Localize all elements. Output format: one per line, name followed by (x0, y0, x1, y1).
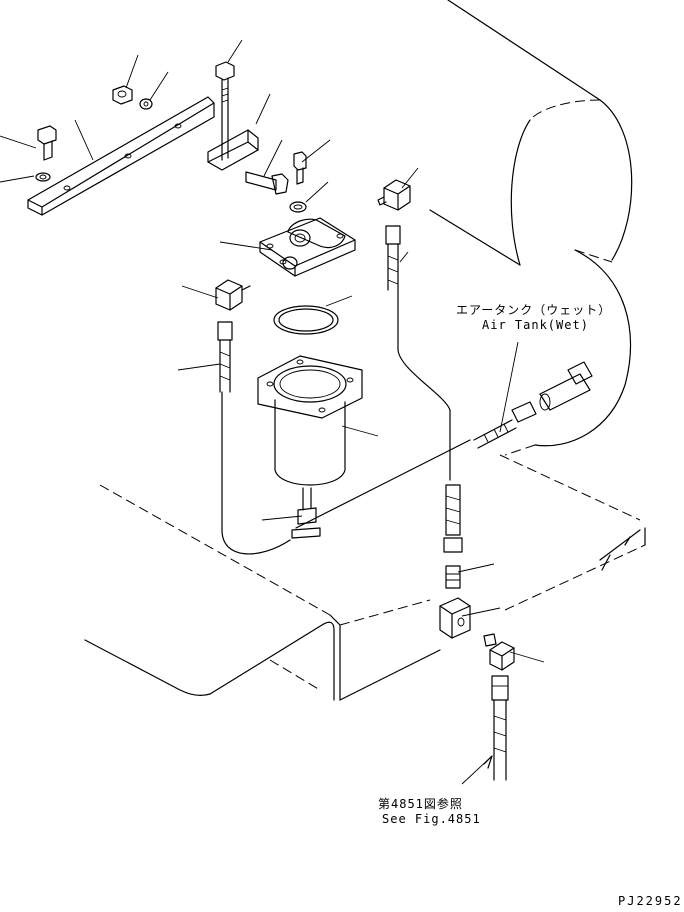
bleeder-valve (289, 151, 307, 213)
hose-lower (443, 484, 463, 589)
see-fig-label-jp: 第4851図参照 (378, 797, 463, 811)
bolt-left (35, 125, 57, 182)
hose-bottom (491, 675, 509, 781)
separator-bowl (257, 355, 363, 486)
hose-upper-right (385, 225, 451, 481)
separator-head (259, 217, 356, 277)
connector-block (439, 597, 471, 639)
bolt-horizontal (245, 171, 289, 195)
see-fig-label-en: See Fig.4851 (382, 812, 481, 826)
nut-and-washer (112, 85, 153, 110)
o-ring (273, 305, 339, 335)
hose-to-tank (295, 361, 593, 529)
elbow-fitting-lower (483, 633, 515, 671)
elbow-fitting-left (215, 279, 251, 311)
hose-left (217, 321, 291, 555)
air-tank-label-en: Air Tank(Wet) (482, 318, 589, 332)
drain-valve (291, 487, 321, 539)
leader-lines (0, 39, 545, 785)
air-tank-label-jp: エアータンク（ウェット） (456, 303, 612, 317)
small-bracket (207, 129, 259, 171)
air-tank (429, 0, 633, 456)
drawing-id: PJ22952 (618, 894, 683, 908)
bolt-vertical (215, 61, 235, 161)
elbow-fitting-upper (377, 179, 411, 211)
mounting-angle-bracket (27, 96, 215, 216)
deck-plate (84, 454, 646, 701)
